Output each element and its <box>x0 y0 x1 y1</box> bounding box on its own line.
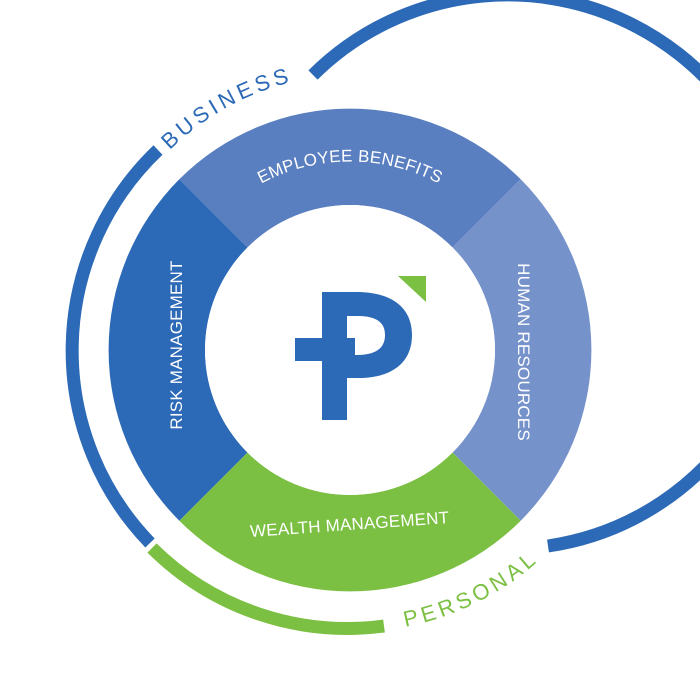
business-arc <box>308 0 700 553</box>
p-logo-icon <box>295 276 426 420</box>
business-arc-left <box>65 145 163 548</box>
risk-management-label: RISK MANAGEMENT <box>167 260 186 429</box>
segment-wealth-management <box>179 452 521 592</box>
human-resources-label: HUMAN RESOURCES <box>514 263 533 441</box>
segment-human-resources <box>452 179 592 521</box>
personal-arc <box>147 543 385 635</box>
segment-employee-benefits <box>179 108 521 248</box>
segment-risk-management <box>108 179 248 521</box>
